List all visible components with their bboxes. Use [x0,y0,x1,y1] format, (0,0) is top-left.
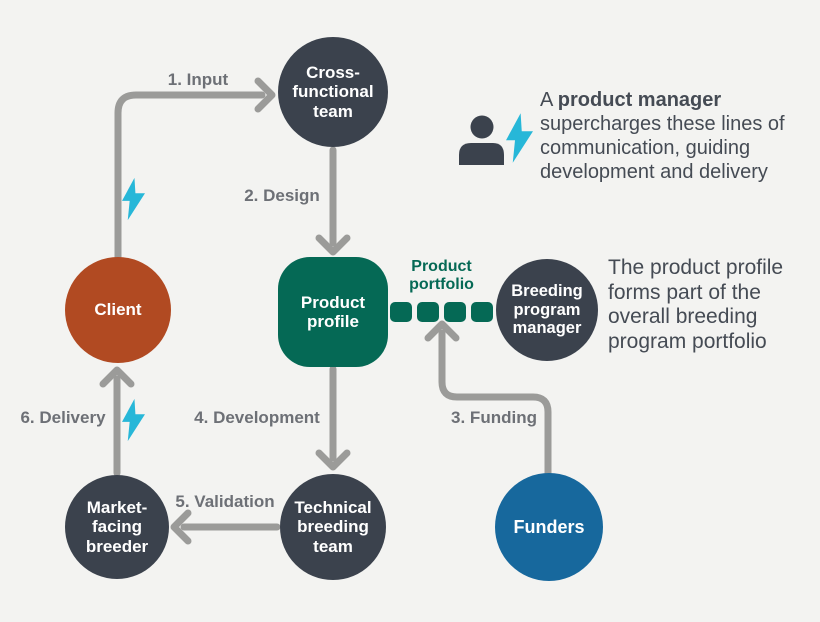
edge-delivery-arrowhead [99,366,135,388]
edge-label-funding: 3. Funding [451,408,537,427]
edge-development-arrowhead [315,449,351,471]
edge-label-delivery: 6. Delivery [20,408,106,427]
edge-input-arrowhead [254,77,276,113]
portfolio-dash-square [444,302,466,322]
portfolio-dash-square [417,302,439,322]
node-technical-breeding-team: Technical breeding team [280,474,386,580]
edge-validation-arrowhead [170,509,192,545]
product-manager-note: A product manager supercharges these lin… [540,89,785,183]
edge-label-design: 2. Design [244,186,320,205]
node-client: Client [65,257,171,363]
edge-label-input: 1. Input [167,70,229,89]
node-breeding-program-manager: Breeding program manager [496,259,598,361]
node-client-label: Client [94,300,142,320]
node-product-profile: Product profile [278,257,388,367]
edge-funding-line [438,329,552,479]
node-funders-label: Funders [513,516,585,537]
node-funders: Funders [495,473,603,581]
edge-input-line [114,91,266,266]
product-portfolio-label: Product portfolio [409,258,474,293]
portfolio-dash-square [471,302,493,322]
portfolio-dash-square [390,302,412,322]
edge-label-validation: 5. Validation [175,492,275,511]
edge-funding-arrowhead [424,320,460,342]
node-cross-functional-team: Cross- functional team [278,37,388,147]
edge-design-arrowhead [315,234,351,256]
edge-label-development: 4. Development [194,408,320,427]
portfolio-note: The product profile forms part of the ov… [608,256,784,353]
lightning-bolt-icon [122,177,145,221]
lightning-bolt-icon [506,113,533,163]
node-market-facing-breeder: Market- facing breeder [65,475,169,579]
person-icon [459,115,504,165]
lightning-bolt-icon [122,398,145,442]
